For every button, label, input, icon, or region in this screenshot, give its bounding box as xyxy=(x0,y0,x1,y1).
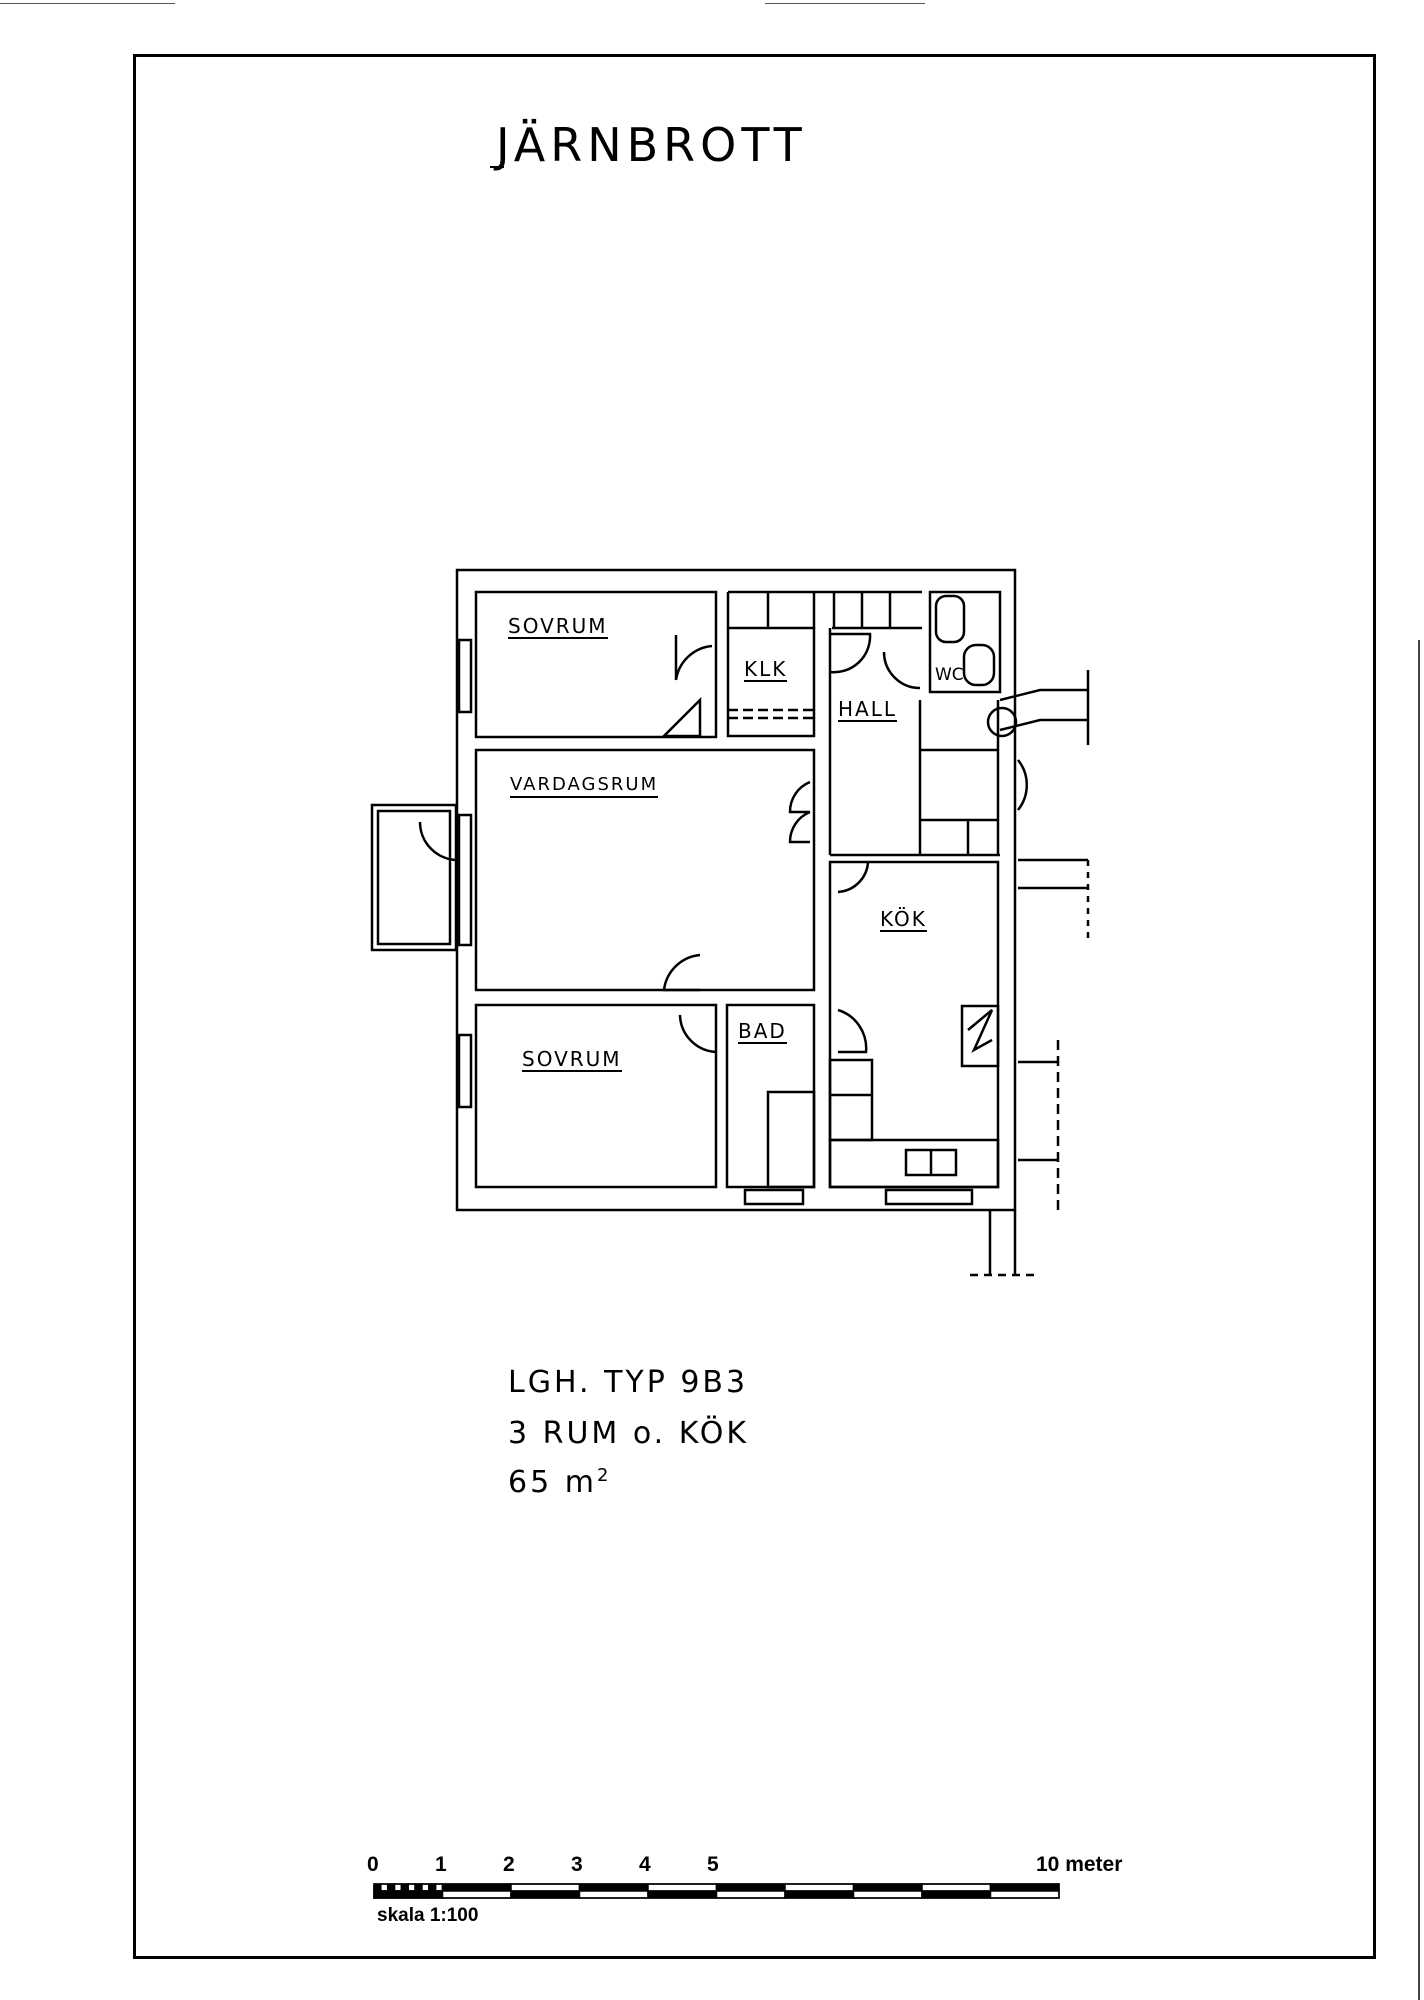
door-swing xyxy=(660,696,702,738)
vardagsrum-wall xyxy=(474,748,816,992)
drawing-frame xyxy=(133,54,1376,1959)
door-swing xyxy=(788,780,811,814)
scale-tick-5: 5 xyxy=(707,1853,719,1876)
top-scan-line xyxy=(0,3,175,4)
room-label-hall: HALL xyxy=(838,697,898,722)
window xyxy=(884,1188,974,1206)
title-tick xyxy=(490,166,504,168)
wc-sink xyxy=(962,643,996,687)
balcony xyxy=(370,803,458,952)
klk-wall xyxy=(726,626,816,738)
door-swing xyxy=(678,1014,717,1054)
scale-tick-3: 3 xyxy=(571,1853,583,1876)
apartment-area-exponent: 2 xyxy=(596,1465,612,1486)
kitchen-counter xyxy=(828,1058,874,1142)
room-label-klk: KLK xyxy=(744,657,788,682)
outer-wall xyxy=(455,568,1017,1212)
scale-tick-4: 4 xyxy=(639,1853,651,1876)
room-label-vardagsrum: VARDAGSRUM xyxy=(510,774,659,798)
scale-tick-1: 1 xyxy=(435,1853,447,1876)
toilet xyxy=(934,594,966,644)
door-swing xyxy=(882,651,921,690)
sovrum-top-wall xyxy=(474,590,718,739)
sovrum-bottom-wall xyxy=(474,1003,718,1189)
drawing-title: JÄRNBROTT xyxy=(496,118,807,172)
right-scan-edge xyxy=(1418,640,1420,2000)
window xyxy=(457,638,473,714)
kitchen-bench xyxy=(828,1138,1000,1189)
apartment-rooms: 3 RUM o. KÖK xyxy=(508,1416,750,1451)
room-label-sovrum-top: SOVRUM xyxy=(508,614,608,639)
room-label-kok: KÖK xyxy=(880,907,927,932)
scale-tick-0: 0 xyxy=(367,1853,379,1876)
room-label-bad: BAD xyxy=(738,1019,787,1044)
scale-caption: skala 1:100 xyxy=(377,1905,479,1926)
hall-column xyxy=(986,706,1018,738)
scale-tick-2: 2 xyxy=(503,1853,515,1876)
door-swing xyxy=(837,861,870,894)
apartment-area-value: 65 m xyxy=(508,1465,597,1500)
bathtub xyxy=(766,1090,816,1189)
door-swing xyxy=(829,632,872,674)
window xyxy=(457,813,473,947)
door-swing xyxy=(837,1008,868,1054)
door-swing xyxy=(1017,759,1028,811)
door-swing xyxy=(418,821,459,862)
apartment-area: 65 m2 xyxy=(508,1465,611,1500)
window xyxy=(457,1033,473,1109)
door-swing xyxy=(674,635,713,681)
window xyxy=(743,1188,805,1206)
room-label-sovrum-bottom: SOVRUM xyxy=(522,1047,622,1072)
door-swing xyxy=(788,810,811,844)
apartment-type: LGH. TYP 9B3 xyxy=(508,1365,749,1400)
top-scan-line xyxy=(765,3,925,4)
door-swing xyxy=(662,953,701,992)
wc-wall xyxy=(928,590,1002,694)
scale-tick-10: 10 meter xyxy=(1036,1853,1123,1876)
room-label-wc: WC xyxy=(935,665,964,685)
fridge xyxy=(960,1004,1000,1068)
